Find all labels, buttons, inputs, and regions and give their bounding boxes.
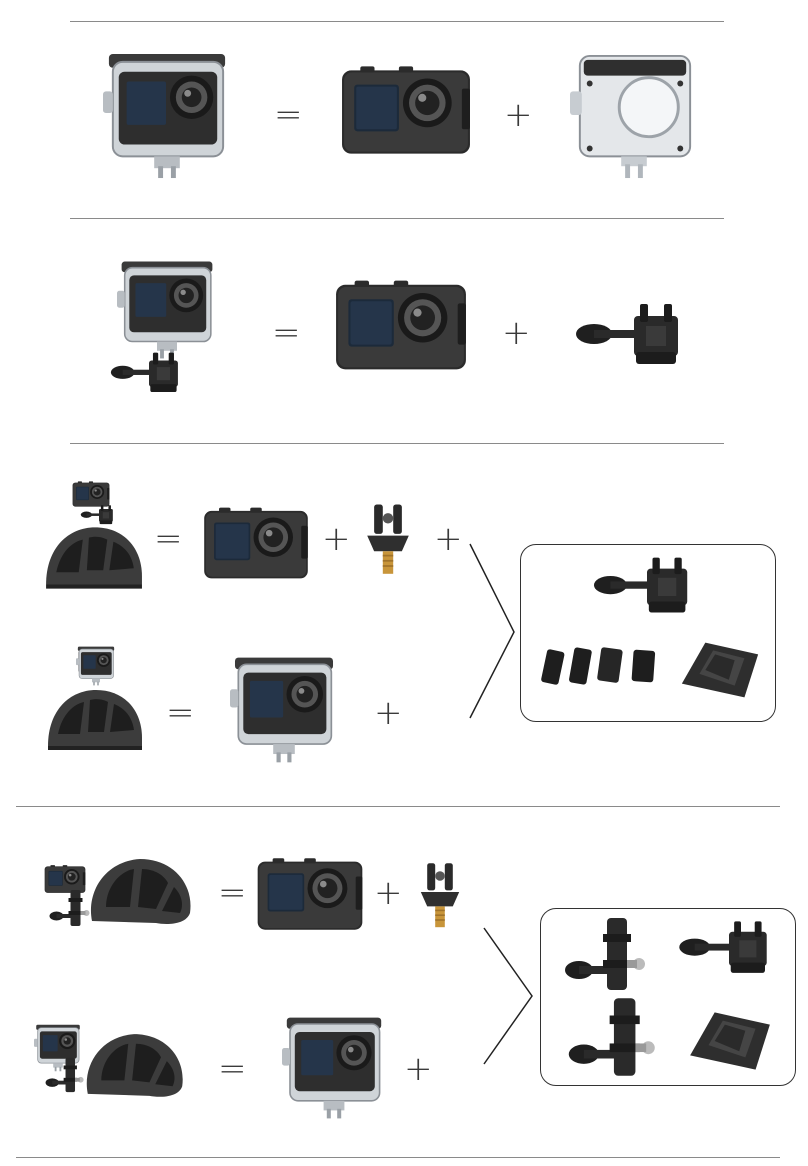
waterproof-housing-icon bbox=[566, 52, 702, 180]
camera-in-housing-icon bbox=[104, 260, 230, 360]
divider-5 bbox=[16, 1157, 780, 1158]
equals-sign: = bbox=[154, 519, 183, 559]
helmet-icon bbox=[44, 682, 144, 756]
divider-4 bbox=[16, 806, 780, 807]
camera-icon bbox=[340, 64, 472, 156]
equals-sign: = bbox=[272, 313, 301, 353]
adapter-screw-icon bbox=[416, 858, 464, 934]
helmet-icon bbox=[82, 1026, 188, 1104]
thumb-screw-icon bbox=[676, 918, 782, 978]
camera-in-housing-icon bbox=[226, 656, 342, 764]
plus-sign: + bbox=[434, 519, 463, 559]
thumb-screw-icon bbox=[574, 300, 694, 370]
plus-sign: + bbox=[504, 95, 533, 135]
extension-arm-icon bbox=[566, 994, 664, 1080]
plus-sign: + bbox=[502, 313, 531, 353]
divider-1 bbox=[70, 21, 724, 22]
camera-in-housing-icon bbox=[98, 52, 236, 180]
equals-sign: = bbox=[218, 1049, 247, 1089]
camera-in-housing-icon bbox=[278, 1016, 390, 1120]
grouping-bracket bbox=[483, 927, 533, 1065]
camera-in-housing-icon bbox=[76, 646, 116, 686]
thumb-screw-icon bbox=[592, 554, 702, 618]
helmet-icon bbox=[86, 850, 196, 932]
plus-sign: + bbox=[404, 1049, 433, 1089]
divider-2 bbox=[70, 218, 724, 219]
equals-sign: = bbox=[274, 95, 303, 135]
plus-sign: + bbox=[322, 519, 351, 559]
equals-sign: = bbox=[218, 873, 247, 913]
camera-icon bbox=[202, 506, 310, 580]
helmet-icon bbox=[42, 520, 144, 594]
extension-arm-icon bbox=[556, 914, 660, 994]
divider-3 bbox=[70, 443, 724, 444]
curved-mount-icon bbox=[684, 1004, 776, 1076]
plus-sign: + bbox=[374, 873, 403, 913]
grouping-bracket bbox=[469, 543, 515, 719]
camera-icon bbox=[334, 278, 468, 372]
adhesive-pad-icon bbox=[540, 642, 668, 692]
camera-icon bbox=[256, 856, 364, 932]
plus-sign: + bbox=[374, 693, 403, 733]
bracket-mount-icon bbox=[94, 350, 204, 396]
equals-sign: = bbox=[166, 693, 195, 733]
curved-mount-icon bbox=[676, 634, 764, 704]
adapter-screw-icon bbox=[362, 500, 414, 580]
